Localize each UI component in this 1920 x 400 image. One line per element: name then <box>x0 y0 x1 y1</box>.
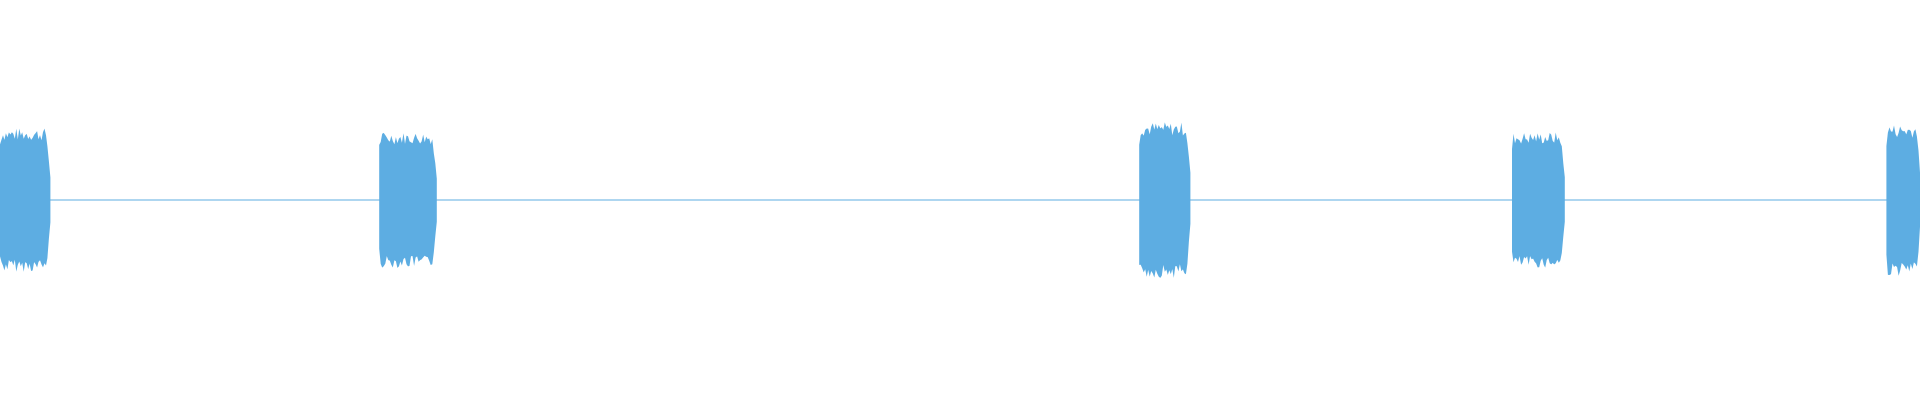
waveform-clip-2 <box>379 132 437 268</box>
waveform-clip-1 <box>0 128 51 272</box>
waveform-clip-3 <box>1139 122 1191 278</box>
waveform-clip-4 <box>1512 132 1565 268</box>
waveform-clip-5 <box>1886 125 1920 276</box>
waveform-clips <box>0 122 1920 278</box>
